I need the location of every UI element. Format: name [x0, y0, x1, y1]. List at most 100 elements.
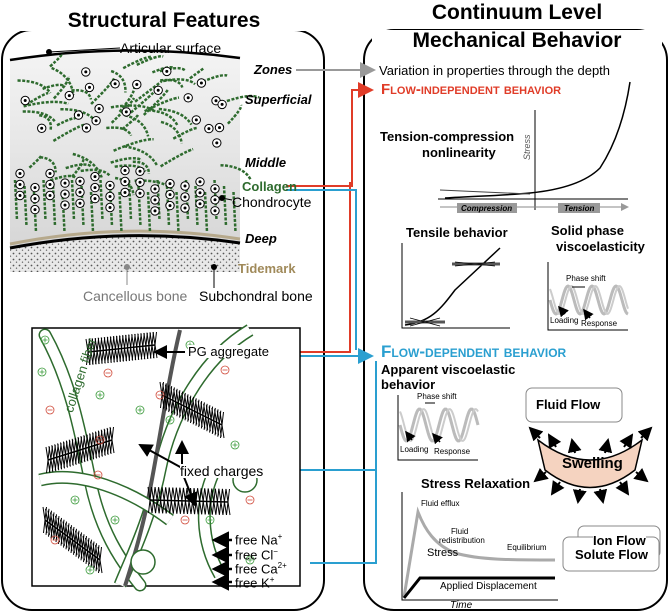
flow-dependent-title: Flow-dependent behavior	[381, 342, 567, 361]
solid-phase-shift-label: Phase shift	[566, 274, 606, 283]
collagen-fiber	[232, 191, 237, 233]
ion-ca-label: free Ca2+	[235, 561, 287, 577]
swelling-arrow	[633, 467, 649, 483]
collagen-fiber	[162, 78, 196, 86]
chondrocyte-nucleus	[123, 191, 127, 194]
collagen-fiber	[56, 117, 77, 127]
apparent-phase-shift-label: Phase shift	[417, 392, 457, 401]
gag-chain	[83, 435, 88, 462]
chondrocyte-nucleus	[156, 88, 160, 92]
swelling-arrow	[547, 433, 562, 449]
collagen-fiber	[23, 185, 28, 227]
solid-phase-title-1: Solid phase	[551, 223, 624, 238]
tensile-behavior-plot	[401, 243, 510, 329]
collagen-label: Collagen	[242, 179, 297, 194]
negative-charge	[180, 515, 190, 525]
ion-cl-label: free Cl−	[235, 547, 278, 563]
gag-chain	[137, 333, 142, 360]
negative-charge	[220, 365, 230, 375]
collagen-fiber	[144, 96, 180, 113]
apparent-response-label: Response	[434, 447, 471, 456]
chondrocyte-nucleus	[78, 179, 82, 183]
variation-label: Variation in properties through the dept…	[379, 63, 611, 78]
positive-charge-sign	[39, 369, 45, 375]
subchondral-bone-label: Subchondral bone	[199, 288, 313, 304]
collagen-fiber	[136, 55, 164, 67]
gag-chain	[176, 487, 181, 514]
gag-chain	[57, 443, 62, 470]
collagen-fiber	[70, 179, 76, 221]
chondrocyte-nucleus	[198, 202, 202, 206]
gag-chain	[128, 334, 133, 361]
solid-phase-wave	[547, 262, 629, 331]
chondrocyte-nucleus	[40, 126, 44, 130]
collagen-fiber	[52, 76, 71, 100]
gag-chain	[151, 487, 156, 514]
chondrocyte-nucleus	[78, 190, 82, 194]
time-axis-label: Time	[450, 600, 473, 611]
fluid-efflux-label: Fluid efflux	[421, 499, 460, 508]
collagen-fiber	[99, 179, 104, 221]
gag-chain	[72, 438, 77, 465]
positive-charge	[165, 415, 175, 425]
collagen-fiber	[134, 80, 163, 103]
tension-label: Tension	[564, 204, 595, 213]
gag-chain	[75, 437, 80, 464]
chondrocyte-nucleus	[153, 209, 157, 213]
chondrocyte-nucleus	[63, 203, 67, 207]
tension-compression-label-1: Tension-compression	[380, 129, 515, 144]
collagen-fiber	[110, 104, 155, 112]
collagen-fiber	[147, 108, 179, 126]
gag-chain	[92, 432, 97, 459]
collagen-fiber	[13, 179, 19, 221]
collagen-fiber	[110, 69, 127, 93]
gag-chain	[107, 336, 112, 363]
positive-charge	[37, 367, 47, 377]
swelling-arrow	[567, 438, 582, 454]
gag-chain	[60, 442, 65, 469]
swelling-arrow	[550, 480, 565, 496]
chondrocyte-nucleus	[198, 180, 202, 184]
collagen-to-flow-independent-arrow	[286, 82, 374, 187]
collagen-fiber	[198, 74, 228, 85]
chondrocyte-nucleus	[213, 209, 217, 213]
chondrocyte-nucleus	[18, 172, 22, 175]
superficial-zone-label: Superficial	[245, 92, 312, 107]
chondrocyte-nucleus	[168, 182, 172, 186]
chondrocyte-nucleus	[63, 192, 67, 196]
gag-chain	[48, 446, 53, 473]
chondrocyte-nucleus	[97, 107, 101, 111]
chondrocyte-nucleus	[33, 208, 37, 212]
middle-zone-label: Middle	[245, 155, 287, 170]
fluid-flow-label: Fluid Flow	[536, 397, 601, 412]
gag-chain	[46, 446, 50, 474]
positive-charge	[95, 390, 105, 400]
collagen-fiber	[114, 164, 147, 173]
collagen-fiber	[71, 157, 85, 178]
collagen-fiber	[118, 191, 123, 233]
gag-chain	[110, 336, 115, 363]
micro-structure-box	[31, 324, 301, 592]
swelling-arrow	[637, 426, 653, 442]
chondrocyte-nucleus	[135, 83, 139, 86]
chondrocyte-label: Chondrocyte	[232, 194, 312, 210]
collagen-fiber	[65, 163, 93, 170]
collagen-fiber	[71, 88, 93, 100]
gag-chain	[98, 546, 102, 574]
gag-chain	[169, 487, 174, 514]
chondrocyte-nucleus	[77, 113, 80, 117]
apparent-viscoelastic-wave	[397, 395, 480, 461]
cartilage-illustration	[9, 49, 260, 272]
fluid-redistribution-label-2: redistribution	[439, 536, 485, 545]
gag-chain	[69, 439, 74, 466]
collagen-fiber	[39, 155, 57, 173]
gag-chain	[122, 335, 127, 362]
chondrocyte-nucleus	[124, 110, 128, 114]
right-title-line1: Continuum Level	[372, 2, 662, 23]
fixed-charges-label: fixed charges	[180, 463, 264, 479]
stress-axis-label: Stress	[522, 134, 532, 160]
stress-curve-label: Stress	[427, 547, 459, 559]
stress-relaxation-title: Stress Relaxation	[421, 476, 531, 491]
apparent-visco-title-2: behavior	[381, 377, 436, 392]
